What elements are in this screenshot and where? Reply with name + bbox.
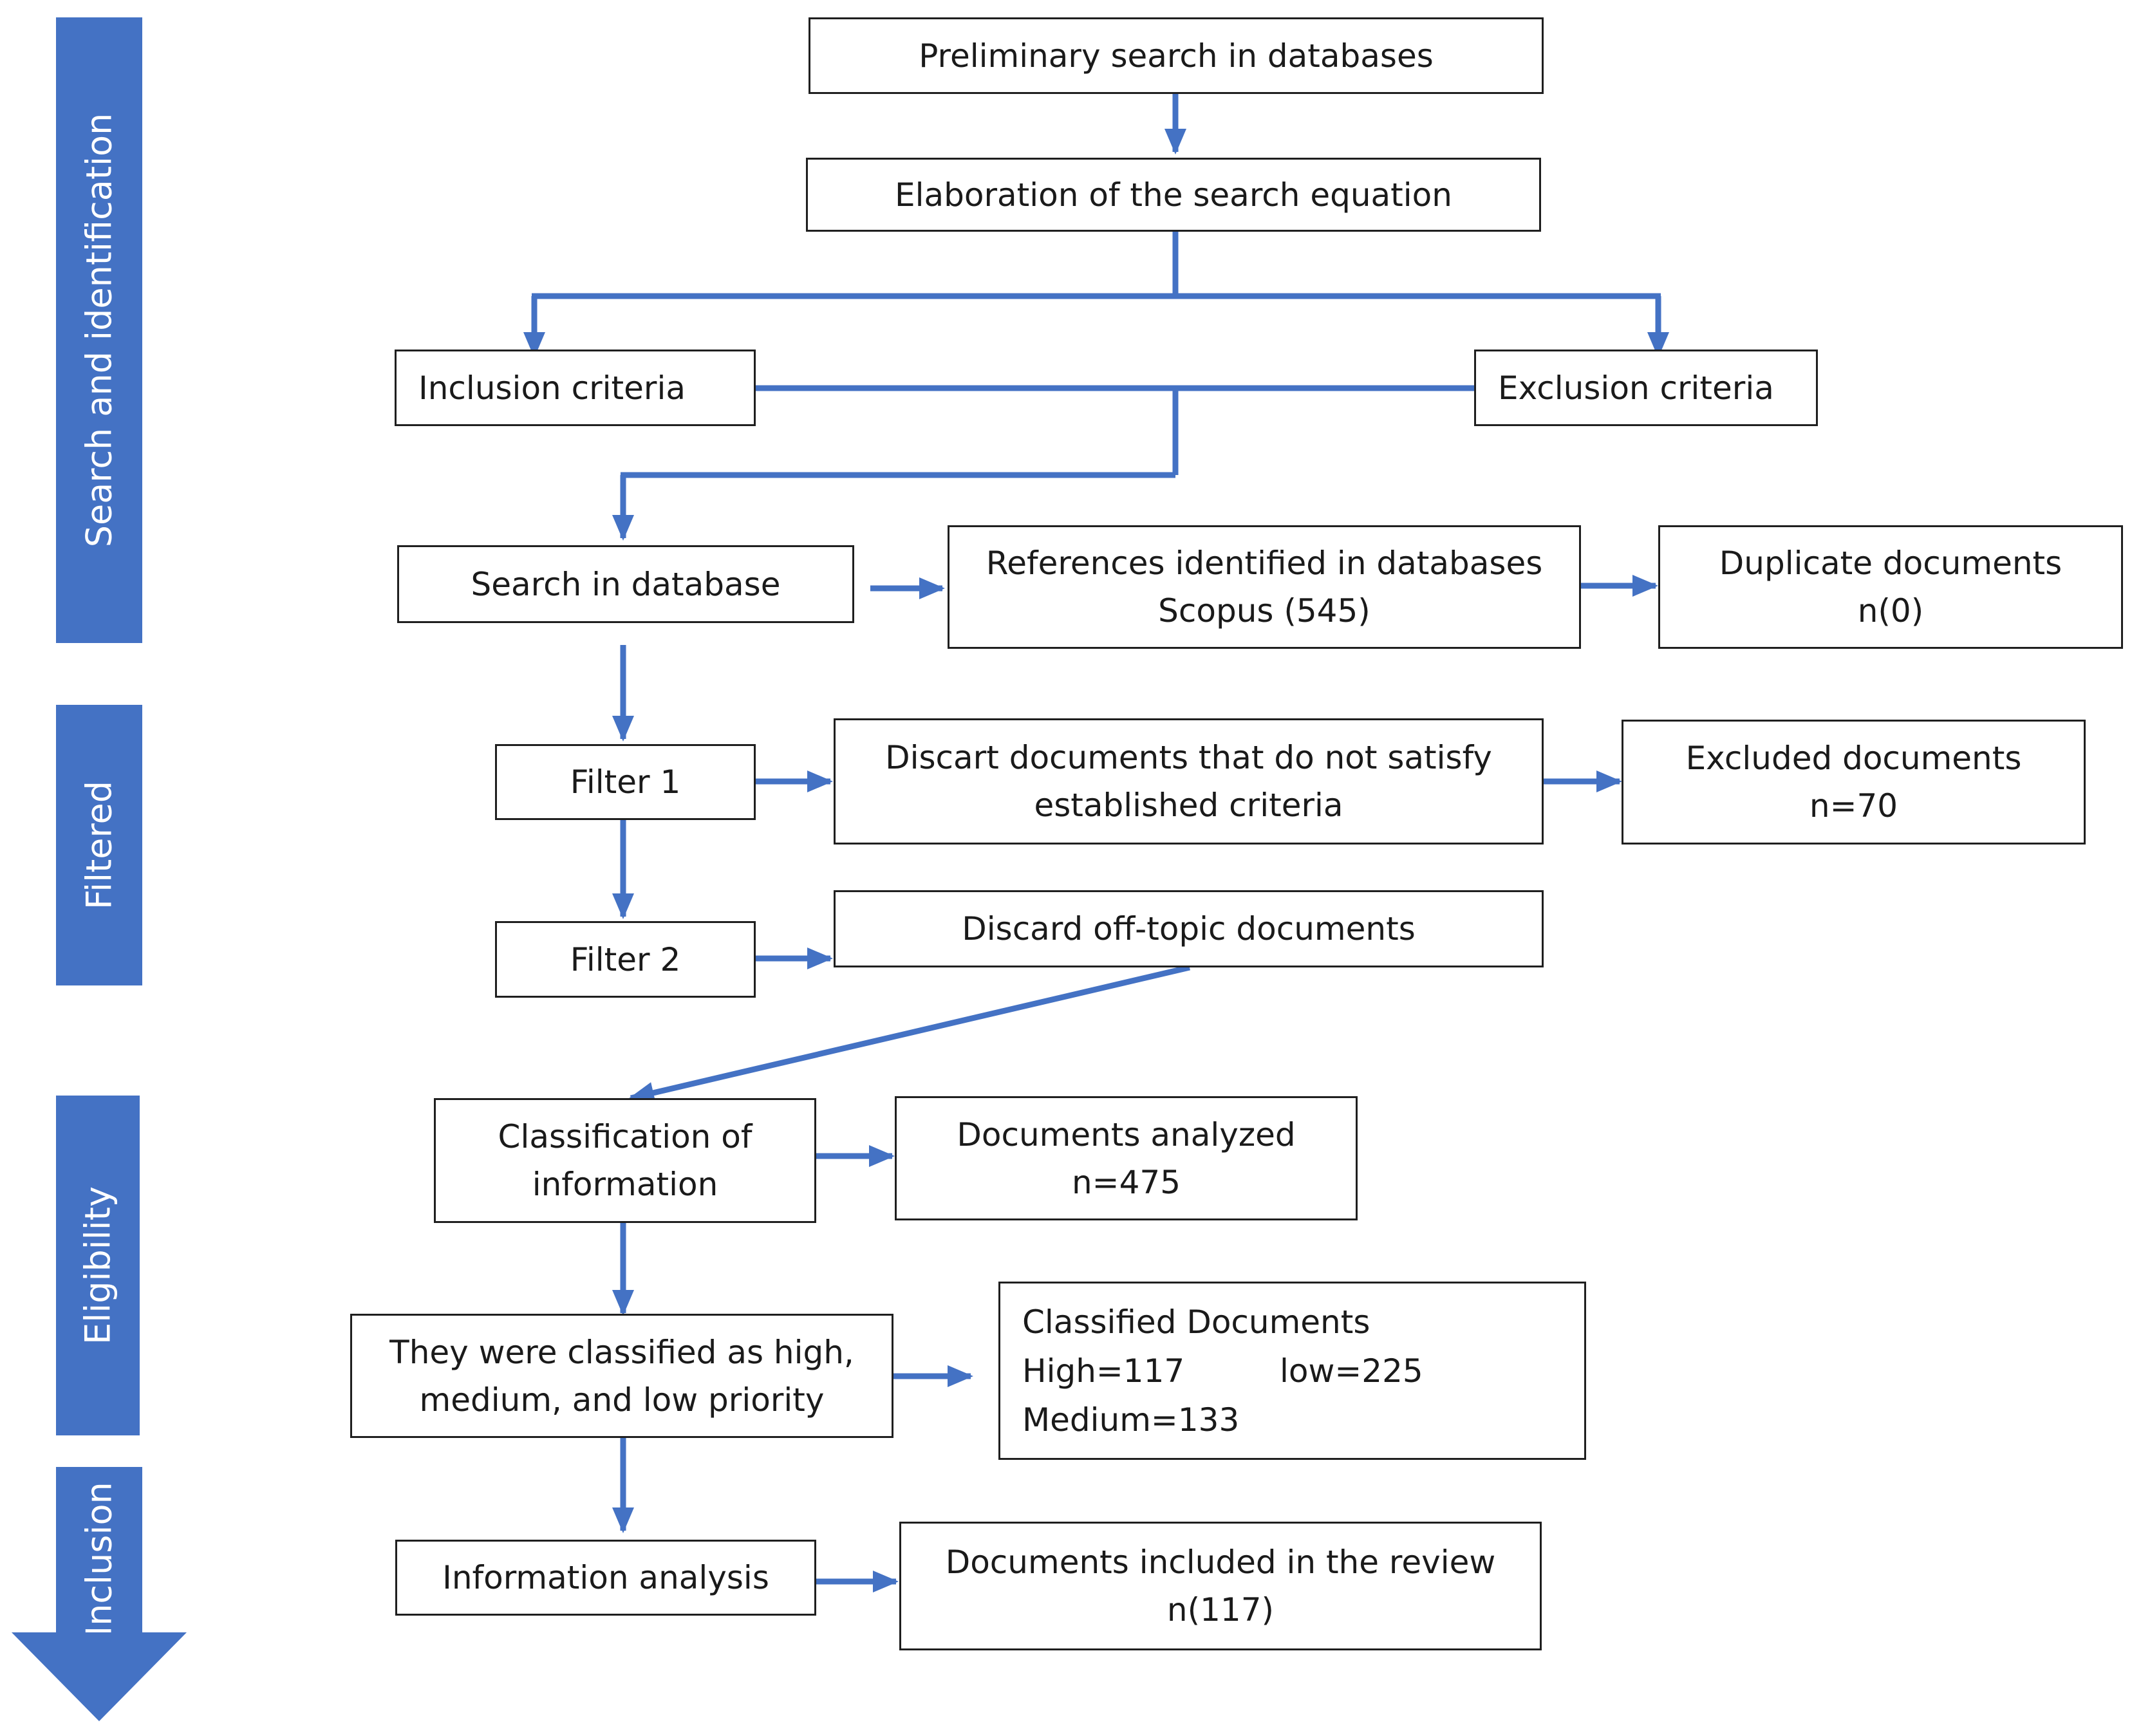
inclusion-arrow-head xyxy=(12,1632,187,1721)
node-discard-off-topic: Discard off-topic documents xyxy=(834,890,1544,967)
stage-band-inclusion: Inclusion xyxy=(56,1467,142,1636)
classified-high: High=117 xyxy=(1022,1352,1185,1390)
node-elaboration: Elaboration of the search equation xyxy=(806,158,1541,232)
node-exclusion-criteria: Exclusion criteria xyxy=(1474,350,1818,426)
node-search-in-database: Search in database xyxy=(397,545,854,623)
node-duplicate-documents: Duplicate documents n(0) xyxy=(1658,525,2123,649)
node-discard-criteria: Discart documents that do not satisfy es… xyxy=(834,718,1544,845)
node-documents-included: Documents included in the review n(117) xyxy=(899,1522,1542,1650)
stage-band-filtered: Filtered xyxy=(56,705,142,985)
node-information-analysis: Information analysis xyxy=(395,1540,816,1616)
node-references-identified: References identified in databases Scopu… xyxy=(948,525,1581,649)
stage-band-search: Search and identification xyxy=(56,17,142,643)
stage-band-eligibility: Eligibility xyxy=(56,1096,140,1435)
node-classified-documents: Classified Documents High=117 low=225 Me… xyxy=(998,1282,1586,1460)
classified-low: low=225 xyxy=(1280,1352,1423,1390)
arrow-offtopic-classification xyxy=(628,964,1191,1104)
classified-medium: Medium=133 xyxy=(1022,1401,1240,1439)
node-filter-1: Filter 1 xyxy=(495,744,756,820)
node-excluded-documents: Excluded documents n=70 xyxy=(1622,720,2086,845)
node-inclusion-criteria: Inclusion criteria xyxy=(395,350,756,426)
node-preliminary-search: Preliminary search in databases xyxy=(809,17,1544,94)
node-classification: Classification of information xyxy=(434,1098,816,1223)
node-filter-2: Filter 2 xyxy=(495,921,756,998)
node-priority-classification: They were classified as high, medium, an… xyxy=(350,1314,893,1438)
node-documents-analyzed: Documents analyzed n=475 xyxy=(895,1096,1358,1220)
